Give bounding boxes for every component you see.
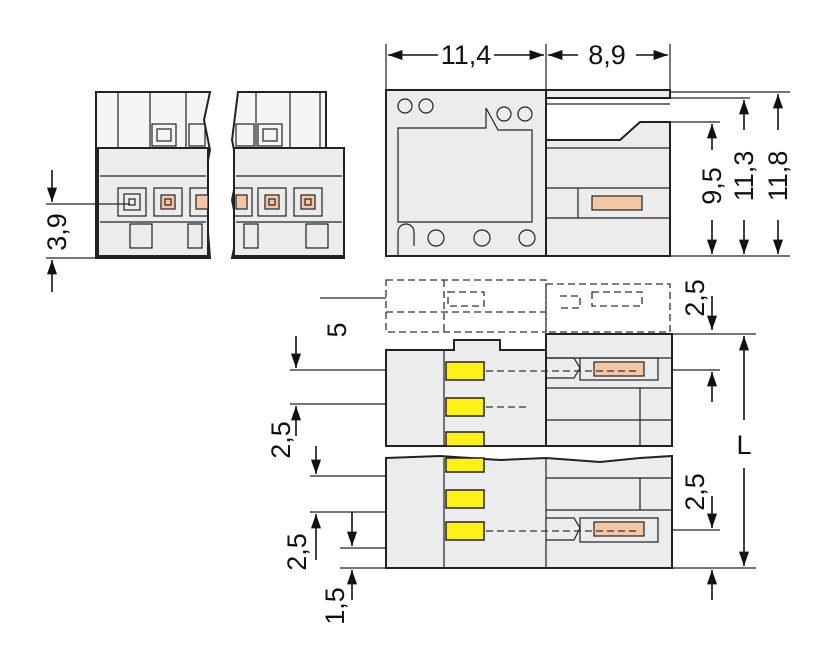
top-view: 5 2,5 2,5 1,5 L 2,5 2,5 [266, 279, 756, 625]
pin-lower-3 [445, 521, 485, 541]
front-view: 3,9 [42, 91, 345, 292]
side-view: 11,4 8,9 9,5 11,3 11,8 [385, 40, 793, 257]
pin-upper-2 [445, 397, 485, 417]
dim-height-b-label: 11,3 [729, 151, 759, 202]
dim-pitch-right-label: 2,5 [680, 473, 710, 511]
dim-pitch-top-label: 2,5 [680, 279, 710, 317]
pin-upper-1 [445, 361, 485, 381]
front-pin-cells-left [117, 187, 209, 217]
dim-height-a-label: 9,5 [697, 167, 727, 205]
dim-height-c-label: 11,8 [763, 151, 793, 202]
module-lower [385, 454, 673, 569]
module-upper-right [545, 333, 673, 447]
dim-pin-height-label: 3,9 [42, 213, 72, 251]
pin-lower-2 [445, 489, 485, 509]
module-upper-left [385, 339, 547, 447]
side-contact [591, 195, 643, 211]
dim-edge-label: 1,5 [320, 587, 350, 625]
front-pin-cells-right [233, 187, 323, 217]
dim-offset-label: 5 [322, 322, 352, 337]
front-housing-left [97, 147, 209, 257]
dim-width-side-label: 8,9 [588, 40, 626, 70]
dim-length-label: L [736, 430, 751, 460]
dim-width-front-label: 11,4 [441, 40, 492, 70]
dim-pitch-left-a-label: 2,5 [266, 421, 296, 459]
pin-lower-1 [445, 457, 485, 473]
pin-upper-3 [445, 431, 485, 447]
dim-pitch-left-b-label: 2,5 [282, 533, 312, 571]
